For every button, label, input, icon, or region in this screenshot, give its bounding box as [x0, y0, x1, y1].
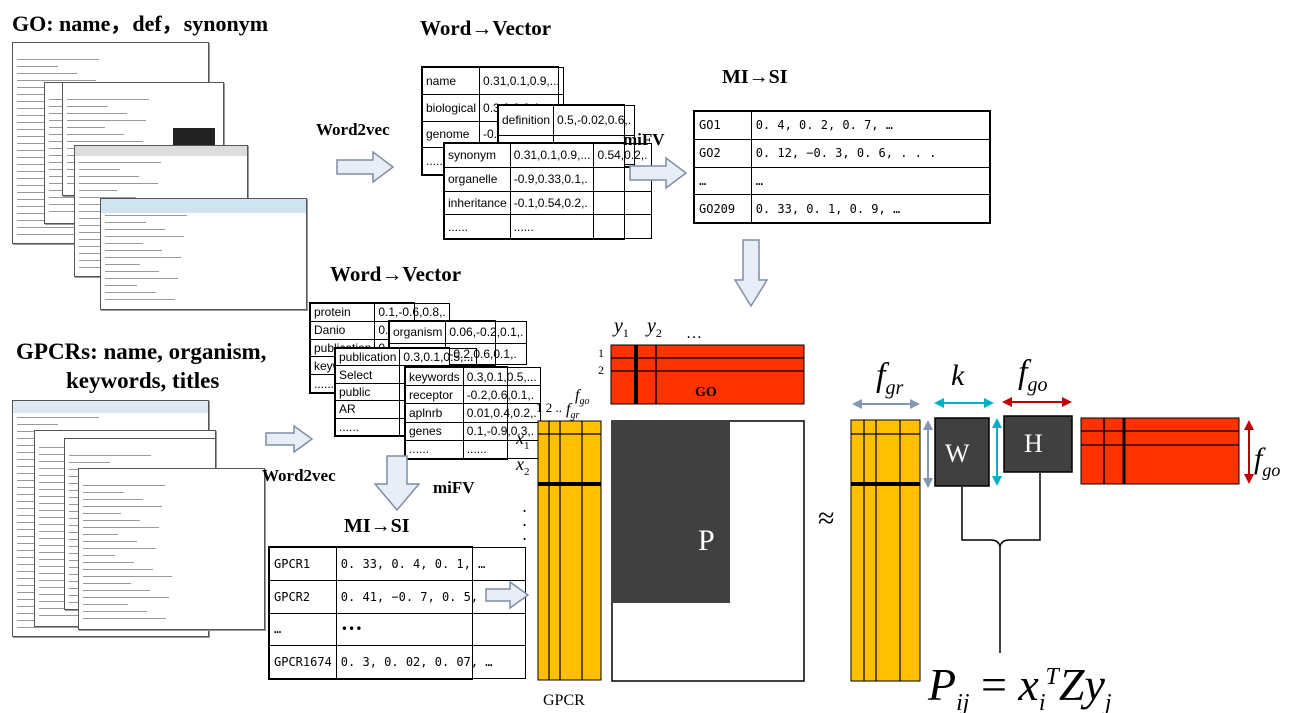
k-label: k	[951, 359, 965, 392]
gpcr-col-indices: 1 2 ..	[536, 400, 562, 415]
gpcr-matrix-label: GPCR	[543, 692, 585, 709]
approx-symbol: ≈	[818, 502, 834, 535]
go-matrix-label: GO	[695, 385, 717, 400]
gpcr-factor-matrix	[851, 420, 920, 681]
fgr-small-label: fgr	[566, 401, 579, 421]
w-matrix-label: W	[945, 439, 970, 468]
x1-label: x1	[515, 428, 530, 452]
y1-label: y1	[612, 315, 629, 340]
p-matrix-known	[612, 421, 730, 603]
fgo-right-label: fgo	[1254, 442, 1280, 480]
fgo-vertical-arrow	[1244, 420, 1254, 484]
formula: Pij = xiTZyj	[927, 659, 1112, 713]
row-dot: .	[522, 525, 527, 544]
fgr-label: fgr	[876, 357, 903, 399]
gpcr-matrix	[538, 421, 601, 680]
fgo-small-label: fgo	[575, 387, 589, 407]
p-matrix-label: P	[698, 524, 715, 557]
x2-label: x2	[515, 454, 530, 478]
h-matrix-label: H	[1024, 429, 1043, 458]
go-factor-matrix	[1081, 418, 1239, 484]
go-row-index-2: 2	[598, 363, 604, 377]
fgr-arrow	[852, 399, 920, 409]
y2-label: y2	[645, 315, 662, 340]
formula-connector	[962, 473, 1040, 653]
go-top-dots: …	[686, 325, 702, 342]
fgo-label: fgo	[1018, 354, 1047, 396]
fgo-arrow	[1002, 397, 1072, 407]
go-row-index-1: 1	[598, 346, 604, 360]
